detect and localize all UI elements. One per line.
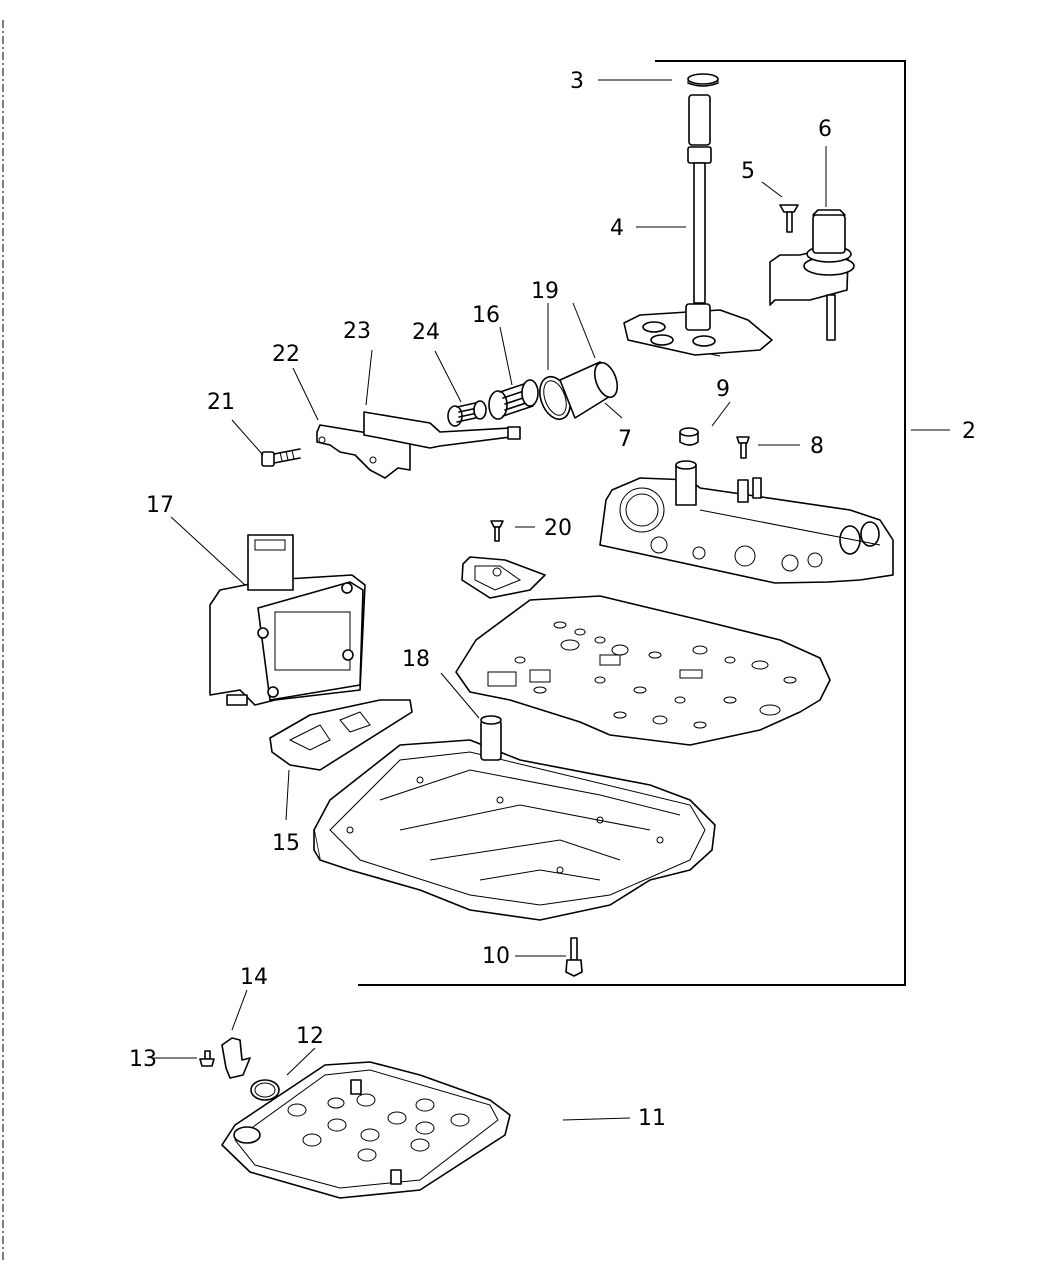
callout-5: 5 (741, 159, 755, 184)
part-16-spring[interactable] (488, 379, 539, 420)
part-21-bolt[interactable] (261, 448, 301, 467)
callout-2: 2 (962, 419, 976, 444)
part-23-lever[interactable] (363, 411, 521, 449)
part-10-bolt[interactable] (565, 937, 583, 977)
part-5-screw[interactable] (779, 204, 799, 233)
callout-22: 22 (272, 342, 300, 367)
part-17-solenoid-module[interactable] (209, 534, 366, 706)
callout-11: 11 (638, 1106, 666, 1131)
valve-body-upper[interactable] (599, 460, 894, 584)
callout-24: 24 (412, 320, 440, 345)
part-4-manual-shaft[interactable] (623, 94, 773, 356)
callout-12: 12 (296, 1024, 324, 1049)
part-8-bolt[interactable] (736, 436, 750, 459)
callout-15: 15 (272, 831, 300, 856)
callout-19: 19 (531, 279, 559, 304)
part-14-clip[interactable] (221, 1037, 251, 1079)
part-6-sensor[interactable] (769, 209, 855, 341)
separator-plate[interactable] (455, 595, 831, 746)
part-20-screw[interactable] (490, 520, 504, 542)
callout-14: 14 (240, 965, 268, 990)
leader-lines (153, 79, 950, 1121)
callout-17: 17 (146, 493, 174, 518)
part-7-sleeve[interactable] (559, 360, 622, 419)
part-3-seal-ring[interactable] (687, 73, 719, 87)
part-9-plug[interactable] (679, 427, 699, 446)
lower-valve-body[interactable] (313, 739, 716, 921)
part-24-spring[interactable] (447, 400, 487, 427)
callout-18: 18 (402, 647, 430, 672)
callout-8: 8 (810, 434, 824, 459)
part-12-o-ring[interactable] (250, 1079, 280, 1101)
callout-3: 3 (570, 69, 584, 94)
callout-6: 6 (818, 117, 832, 142)
callout-9: 9 (716, 377, 730, 402)
assembly-bracket (358, 60, 906, 986)
callout-13: 13 (129, 1047, 157, 1072)
callout-16: 16 (472, 303, 500, 328)
callout-labels: 2 3 4 5 6 7 8 9 10 11 12 13 14 15 16 17 … (129, 69, 976, 1131)
part-11-filter[interactable] (221, 1061, 511, 1199)
part-13-fastener[interactable] (199, 1050, 215, 1067)
part-18-pin[interactable] (480, 715, 502, 761)
callout-20: 20 (544, 516, 572, 541)
part-15-gasket[interactable] (269, 699, 413, 771)
callout-21: 21 (207, 390, 235, 415)
cover-plate[interactable] (461, 556, 546, 599)
callout-23: 23 (343, 319, 371, 344)
callout-10: 10 (482, 944, 510, 969)
callout-7: 7 (618, 427, 632, 452)
callout-4: 4 (610, 216, 624, 241)
